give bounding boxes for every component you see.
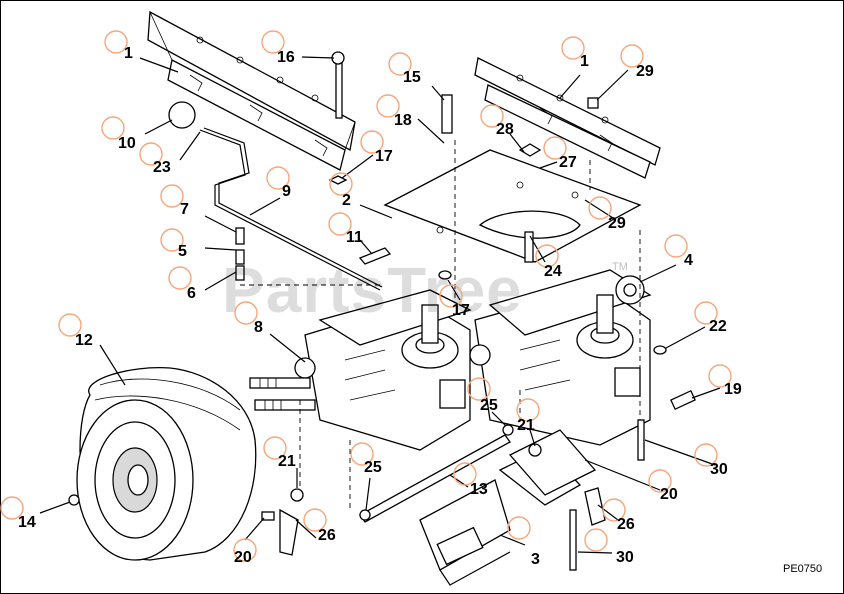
watermark: PartsTree <box>222 254 523 326</box>
svg-text:20: 20 <box>234 549 252 566</box>
rod-end-parts <box>235 227 245 281</box>
figure-code: PE0750 <box>783 563 822 575</box>
axle-stubs <box>249 377 316 411</box>
callout[interactable]: 25 <box>467 377 498 414</box>
svg-text:1: 1 <box>124 45 133 62</box>
svg-text:22: 22 <box>709 318 727 335</box>
svg-text:1: 1 <box>580 53 589 70</box>
svg-text:4: 4 <box>684 252 693 269</box>
callout[interactable]: 6 <box>168 266 196 302</box>
svg-text:24: 24 <box>544 263 562 280</box>
callout[interactable]: 24 <box>535 244 562 280</box>
svg-text:8: 8 <box>254 319 263 336</box>
callout[interactable]: 13 <box>453 462 488 498</box>
callout[interactable]: 15 <box>388 52 421 86</box>
svg-text:6: 6 <box>187 285 196 302</box>
linkage-rod <box>168 101 383 291</box>
left-transmission <box>294 289 472 451</box>
callout[interactable]: 21 <box>263 436 296 470</box>
callout[interactable]: 16 <box>261 30 295 66</box>
callout[interactable]: 20 <box>648 469 678 503</box>
rear-tire <box>76 366 257 561</box>
callout[interactable]: 1 <box>561 36 589 70</box>
callout[interactable]: 5 <box>160 228 187 260</box>
svg-text:26: 26 <box>617 516 635 533</box>
callout[interactable]: 29 <box>620 44 654 80</box>
callout[interactable]: 19 <box>708 364 742 398</box>
svg-text:2: 2 <box>342 192 351 209</box>
svg-text:28: 28 <box>496 121 514 138</box>
callout[interactable]: 26 <box>303 508 336 544</box>
svg-text:18: 18 <box>394 112 412 129</box>
callout[interactable]: 8 <box>234 301 263 336</box>
svg-text:13: 13 <box>470 481 488 498</box>
svg-text:27: 27 <box>559 154 577 171</box>
watermark-trademark: TM <box>612 261 628 273</box>
svg-text:12: 12 <box>75 332 93 349</box>
svg-text:29: 29 <box>636 63 654 80</box>
callout[interactable]: 30 <box>584 528 634 566</box>
svg-text:21: 21 <box>517 417 535 434</box>
callout[interactable]: 7 <box>160 184 189 218</box>
svg-text:9: 9 <box>282 183 291 200</box>
svg-text:26: 26 <box>318 527 336 544</box>
callout[interactable]: 4 <box>664 234 693 269</box>
right-frame-rail <box>474 57 661 179</box>
callout[interactable]: 9 <box>266 166 291 200</box>
svg-text:7: 7 <box>180 201 189 218</box>
hardware <box>68 51 696 571</box>
svg-text:20: 20 <box>660 486 678 503</box>
svg-text:5: 5 <box>178 243 187 260</box>
svg-text:30: 30 <box>710 461 728 478</box>
svg-text:29: 29 <box>608 215 626 232</box>
svg-text:19: 19 <box>724 381 742 398</box>
callout[interactable]: 1 <box>104 30 133 62</box>
callout[interactable]: 28 <box>480 104 514 138</box>
mounting-plate <box>383 149 642 263</box>
callout[interactable]: 3 <box>507 516 540 568</box>
callout[interactable]: 21 <box>516 398 540 434</box>
svg-text:14: 14 <box>18 514 36 531</box>
alignment-lines <box>240 140 641 510</box>
svg-text:30: 30 <box>616 549 634 566</box>
callout[interactable]: 2 <box>329 172 353 209</box>
svg-text:15: 15 <box>403 69 421 86</box>
svg-text:3: 3 <box>531 551 540 568</box>
callout[interactable]: 10 <box>101 116 136 152</box>
callout[interactable]: 29 <box>588 196 626 232</box>
svg-text:16: 16 <box>277 49 295 66</box>
callout[interactable]: 25 <box>350 442 382 476</box>
callout[interactable]: 26 <box>602 498 635 533</box>
svg-text:11: 11 <box>346 229 363 246</box>
callout[interactable]: 20 <box>233 538 257 566</box>
callout[interactable]: 18 <box>376 94 412 129</box>
callout[interactable]: 14 <box>0 496 36 531</box>
svg-text:25: 25 <box>364 459 382 476</box>
callout[interactable]: 22 <box>694 301 727 335</box>
callout[interactable]: 23 <box>139 142 171 176</box>
callout[interactable]: 27 <box>543 136 577 171</box>
svg-text:23: 23 <box>153 159 171 176</box>
callout[interactable]: 11 <box>328 212 363 246</box>
bumper-bracket <box>419 429 597 586</box>
svg-text:17: 17 <box>452 302 470 319</box>
callout[interactable]: 17 <box>439 284 470 319</box>
callout[interactable]: 17 <box>360 130 393 165</box>
callout[interactable]: 30 <box>694 443 728 478</box>
callout[interactable]: 12 <box>58 313 93 349</box>
svg-text:10: 10 <box>118 135 136 152</box>
svg-text:17: 17 <box>375 148 393 165</box>
left-frame-rail <box>147 10 356 171</box>
svg-text:21: 21 <box>278 453 296 470</box>
svg-text:25: 25 <box>480 397 498 414</box>
